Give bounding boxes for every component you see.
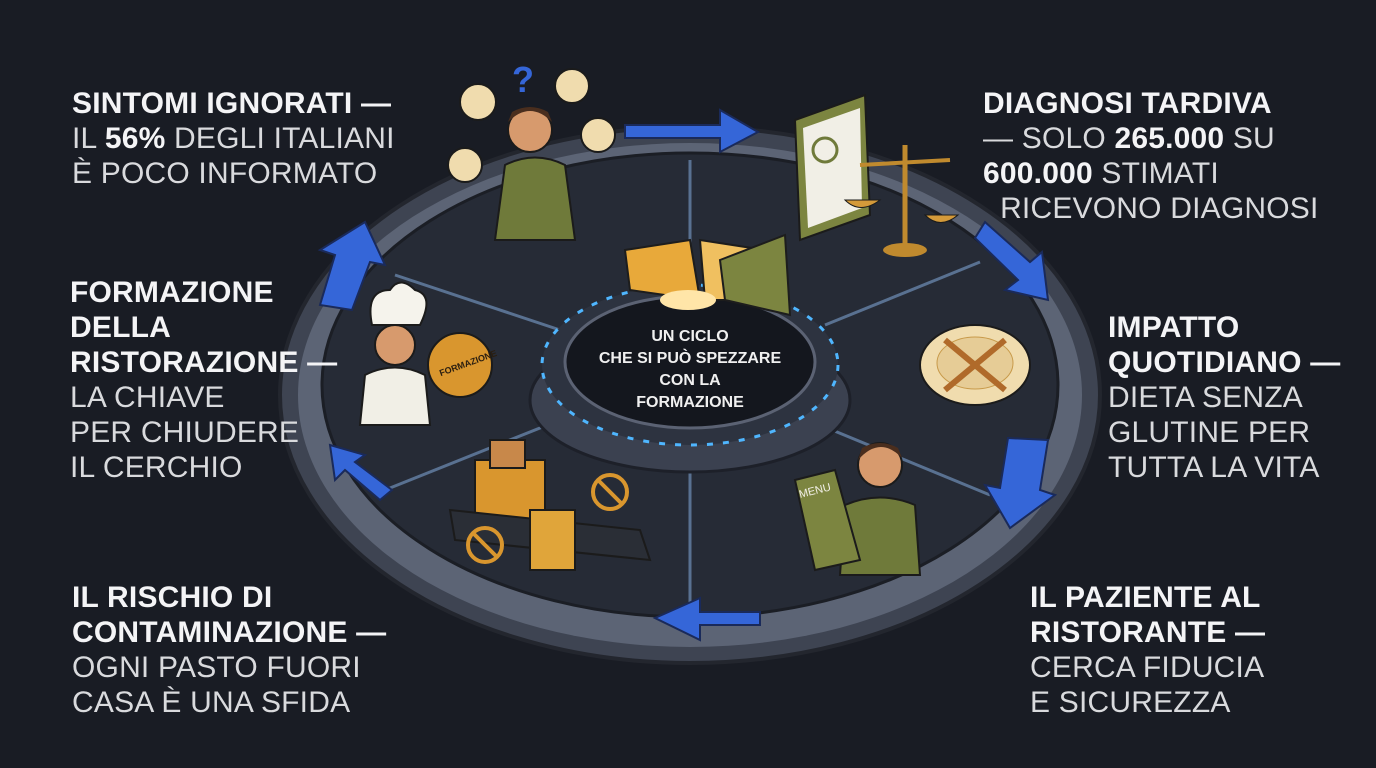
label-line: IMPATTO	[1108, 310, 1340, 345]
label-line: — SOLO 265.000 SU	[983, 121, 1319, 156]
arrow-icon	[983, 436, 1058, 530]
label-line: IL RISCHIO DI	[72, 580, 386, 615]
center-line: CON LA	[659, 372, 721, 389]
label-text: IL CERCHIO	[70, 451, 243, 484]
arrow-icon	[973, 220, 1050, 302]
gluten-free-plate-icon	[919, 324, 1031, 406]
chef-with-badge-illustration: FORMAZIONE	[358, 281, 498, 426]
label-text: STIMATI	[1092, 157, 1219, 190]
label-bold-text: 56%	[104, 122, 166, 155]
label-line: DELLA	[70, 310, 337, 345]
label-line: IL PAZIENTE AL	[1030, 580, 1265, 615]
label-bold-text: IMPATTO	[1108, 311, 1240, 344]
label-line: FORMAZIONE	[70, 275, 337, 310]
formazione-badge-icon	[427, 332, 493, 398]
label-text: È POCO INFORMATO	[72, 157, 378, 190]
conveyor-contamination-illustration	[448, 439, 652, 571]
label-line: QUOTIDIANO —	[1108, 345, 1340, 380]
label-line: RICEVONO DIAGNOSI	[983, 191, 1319, 226]
label-bold-text: QUOTIDIANO —	[1108, 346, 1341, 379]
label-bold-text: RISTORANTE —	[1030, 616, 1266, 649]
question-mark-icon: ?	[512, 59, 534, 100]
arrow-icon	[652, 596, 761, 642]
label-line: PER CHIUDERE	[70, 415, 337, 450]
label-bold-text: IL PAZIENTE AL	[1030, 581, 1261, 614]
label-text: CERCA FIDUCIA	[1030, 651, 1265, 684]
taco-bubble-icon	[580, 117, 616, 153]
label-bold-text: CONTAMINAZIONE —	[72, 616, 387, 649]
label-text: DEGLI ITALIANI	[165, 122, 395, 155]
arrow-icon	[624, 108, 761, 154]
label-line: SINTOMI IGNORATI —	[72, 86, 395, 121]
center-line: UN CICLO	[651, 328, 729, 345]
label-text: DIETA SENZA	[1108, 381, 1304, 414]
fries-bubble-icon	[554, 68, 590, 104]
label-text: TUTTA LA VITA	[1108, 451, 1320, 484]
label-bold-text: SINTOMI IGNORATI —	[72, 87, 392, 120]
box-icon	[489, 439, 526, 469]
label-text: SU	[1224, 122, 1275, 155]
label-line: OGNI PASTO FUORI	[72, 650, 386, 685]
label-bold-text: 265.000	[1114, 122, 1225, 155]
drink-bubble-icon	[447, 147, 483, 183]
cycle-arrows	[317, 108, 1058, 642]
label-text: IL	[72, 122, 105, 155]
pie-chart-icon	[623, 233, 792, 317]
label-line: CONTAMINAZIONE —	[72, 615, 386, 650]
label-line: IL CERCHIO	[70, 450, 337, 485]
label-line: TUTTA LA VITA	[1108, 450, 1340, 485]
label-text: — SOLO	[983, 122, 1115, 155]
label-text: PER CHIUDERE	[70, 416, 300, 449]
label-bold-text: DELLA	[70, 311, 171, 344]
label-line: IL 56% DEGLI ITALIANI	[72, 121, 395, 156]
label-bold-text: 600.000	[983, 157, 1093, 190]
label-line: CASA È UNA SFIDA	[72, 685, 386, 720]
chef-hat-icon	[369, 281, 428, 326]
label-line: DIETA SENZA	[1108, 380, 1340, 415]
burger-bubble-icon	[459, 83, 497, 121]
label-text: GLUTINE PER	[1108, 416, 1311, 449]
label-line: RISTORANTE —	[1030, 615, 1265, 650]
center-message: UN CICLO CHE SI PUÒ SPEZZARE CON LA FORM…	[580, 326, 800, 414]
center-line: CHE SI PUÒ SPEZZARE	[598, 350, 782, 367]
clipboard-scales-illustration	[793, 93, 960, 257]
arrow-icon	[317, 220, 387, 312]
arrow-icon	[328, 443, 394, 502]
label-line: GLUTINE PER	[1108, 415, 1340, 450]
label-bold-text: RISTORAZIONE —	[70, 346, 338, 379]
no-symbol-icon	[466, 526, 504, 564]
label-bold-text: FORMAZIONE	[70, 276, 274, 309]
label-line: DIAGNOSI TARDIVA	[983, 86, 1319, 121]
label-line: E SICUREZZA	[1030, 685, 1265, 720]
label-line: LA CHIAVE	[70, 380, 337, 415]
no-symbol-icon	[591, 473, 629, 511]
label-text: RICEVONO DIAGNOSI	[983, 192, 1319, 225]
label-text: E SICUREZZA	[1030, 686, 1231, 719]
label-bold-text: DIAGNOSI TARDIVA	[983, 87, 1272, 120]
center-line: FORMAZIONE	[636, 394, 744, 411]
thinking-person-illustration: ?	[447, 59, 616, 241]
label-text: CASA È UNA SFIDA	[72, 686, 351, 719]
label-text: LA CHIAVE	[70, 381, 225, 414]
label-text: OGNI PASTO FUORI	[72, 651, 361, 684]
label-line: CERCA FIDUCIA	[1030, 650, 1265, 685]
label-line: RISTORAZIONE —	[70, 345, 337, 380]
label-line: 600.000 STIMATI	[983, 156, 1319, 191]
patient-reading-menu-illustration: MENU	[793, 442, 922, 576]
label-line: È POCO INFORMATO	[72, 156, 395, 191]
label-bold-text: IL RISCHIO DI	[72, 581, 273, 614]
